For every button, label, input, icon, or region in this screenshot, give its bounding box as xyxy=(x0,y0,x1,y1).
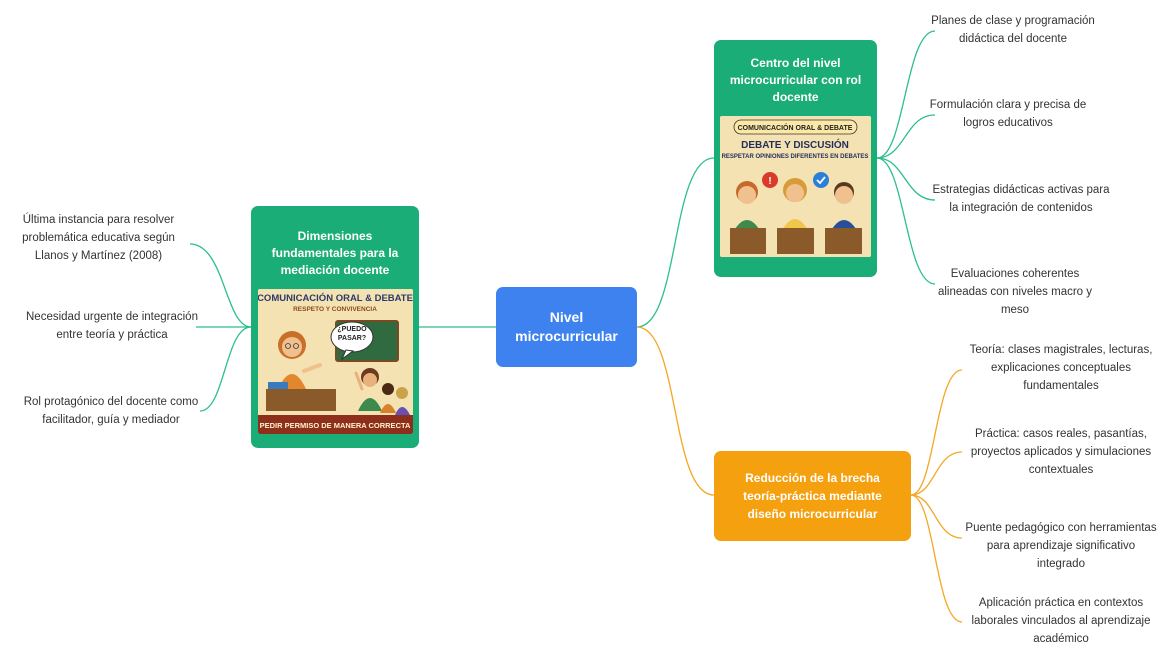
right-bottom-leaf-2[interactable]: Práctica: casos reales, pasantías, proye… xyxy=(970,428,1152,476)
connector-rb-leaf-2 xyxy=(910,451,963,496)
right-top-branch-title: Centro del nivel microcurricular con rol… xyxy=(729,56,862,104)
right-bottom-branch-node[interactable]: Reducción de la brecha teoría-práctica m… xyxy=(714,451,911,541)
left-leaf-1[interactable]: Última instancia para resolver problemát… xyxy=(22,214,175,262)
connector-rb-leaf-4 xyxy=(910,494,963,623)
connector-center-right-top xyxy=(636,157,715,328)
connector-rt-leaf-3 xyxy=(876,157,936,201)
connector-rb-leaf-3 xyxy=(910,494,963,539)
left-poster-heading: COMUNICACIÓN ORAL & DEBATE xyxy=(258,292,413,304)
left-branch-node[interactable]: Dimensiones fundamentales para la mediac… xyxy=(251,206,419,448)
right-bottom-leaf-4[interactable]: Aplicación práctica en contextos laboral… xyxy=(971,597,1151,645)
right-poster-heading: COMUNICACIÓN ORAL & DEBATE xyxy=(738,123,853,132)
center-node[interactable]: Nivel microcurricular xyxy=(496,287,637,367)
connector-rt-leaf-4 xyxy=(876,157,936,285)
right-bottom-leaf-1[interactable]: Teoría: clases magistrales, lecturas, ex… xyxy=(969,344,1153,392)
left-leaf-3[interactable]: Rol protagónico del docente como facilit… xyxy=(23,396,199,426)
classroom-illustration: COMUNICACIÓN ORAL & DEBATE RESPETO Y CON… xyxy=(257,289,413,434)
center-node-title: Nivel microcurricular xyxy=(515,309,618,344)
connector-left-leaf-1 xyxy=(189,243,252,328)
right-top-leaf-2[interactable]: Formulación clara y precisa de logros ed… xyxy=(929,99,1087,129)
right-top-leaf-1[interactable]: Planes de clase y programación didáctica… xyxy=(931,15,1095,45)
left-leaf-2[interactable]: Necesidad urgente de integración entre t… xyxy=(26,311,198,341)
left-poster-speech: ¿PUEDO PASAR? xyxy=(336,326,367,342)
right-top-leaf-3[interactable]: Estrategias didácticas activas para la i… xyxy=(932,184,1110,214)
connector-rb-leaf-1 xyxy=(910,369,963,496)
left-poster-subheading: RESPETO Y CONVIVENCIA xyxy=(293,306,377,313)
debate-illustration: COMUNICACIÓN ORAL & DEBATE DEBATE Y DISC… xyxy=(720,116,871,257)
right-poster-caption: RESPETAR OPINIONES DIFERENTES EN DEBATES xyxy=(722,154,869,160)
connector-left-leaf-3 xyxy=(199,326,252,412)
left-poster-footer: PEDIR PERMISO DE MANERA CORRECTA xyxy=(259,421,410,430)
right-bottom-branch-title: Reducción de la brecha teoría-práctica m… xyxy=(743,471,882,521)
right-top-leaf-4[interactable]: Evaluaciones coherentes alineadas con ni… xyxy=(937,268,1093,316)
svg-text:!: ! xyxy=(768,176,771,187)
right-top-branch-node[interactable]: Centro del nivel microcurricular con rol… xyxy=(714,40,877,277)
connector-center-right-bottom xyxy=(636,326,715,496)
connector-rt-leaf-2 xyxy=(876,114,936,159)
connector-rt-leaf-1 xyxy=(876,30,936,159)
right-bottom-leaf-3[interactable]: Puente pedagógico con herramientas para … xyxy=(965,522,1157,570)
right-poster-subheading: DEBATE Y DISCUSIÓN xyxy=(741,138,849,151)
left-branch-title: Dimensiones fundamentales para la mediac… xyxy=(271,229,399,277)
